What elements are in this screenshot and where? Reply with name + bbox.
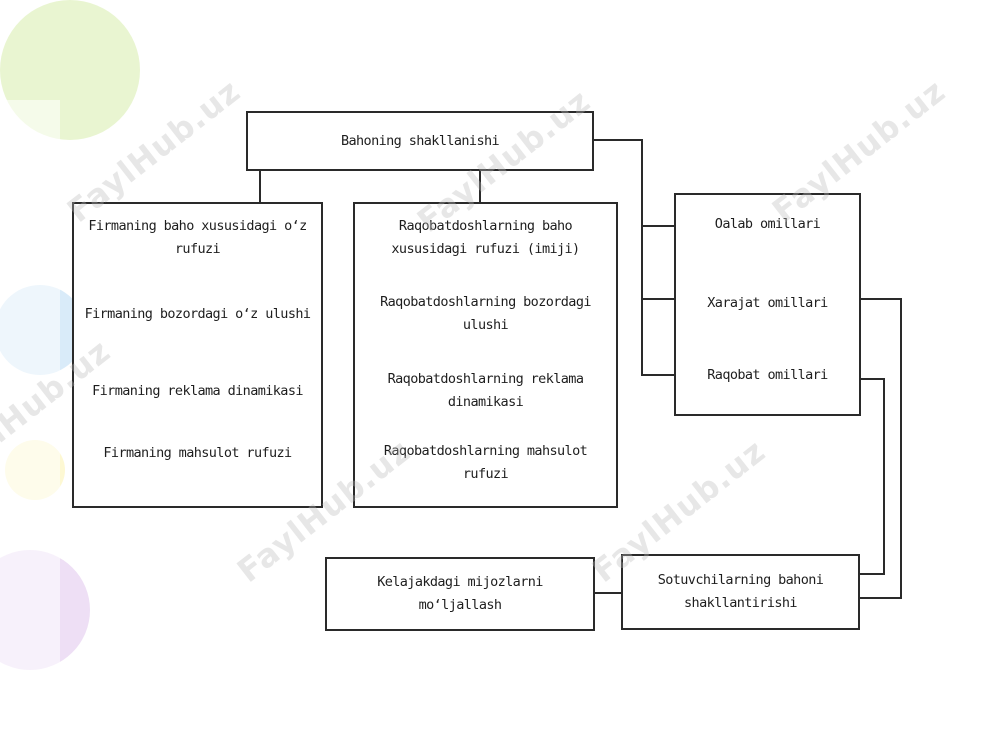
firm-product-box: Firmaning mahsulot rufuzi bbox=[72, 426, 323, 508]
future-clients-label: Kelajakdagi mijozlarni mo‘ljallash bbox=[377, 574, 543, 613]
firm-market-share-box: Firmaning bozordagi o‘z ulushi bbox=[72, 272, 323, 358]
sellers-pricing-label: Sotuvchilarning bahoni shakllantirishi bbox=[657, 572, 824, 611]
competition-factors-label: Raqobat omillari bbox=[707, 367, 828, 383]
demand-factors-label: Оalab omillari bbox=[714, 216, 821, 232]
firm-reputation-label: Firmaning baho xususidagi o‘z rufuzi bbox=[88, 218, 307, 257]
price-formation-label: Bahoning shakllanishi bbox=[340, 132, 500, 149]
competitor-advertising-label: Raqobatdoshlarning reklama dinamikasi bbox=[387, 371, 584, 410]
competitor-reputation-label: Raqobatdoshlarning baho xususidagi rufuz… bbox=[391, 218, 580, 257]
competitor-product-box: Raqobatdoshlarning mahsulot rufuzi bbox=[353, 426, 618, 508]
firm-advertising-label: Firmaning reklama dinamikasi bbox=[92, 382, 303, 399]
competitor-advertising-box: Raqobatdoshlarning reklama dinamikasi bbox=[353, 356, 618, 428]
price-formation-box: Bahoning shakllanishi bbox=[246, 111, 594, 171]
firm-product-label: Firmaning mahsulot rufuzi bbox=[103, 445, 292, 461]
firm-reputation-box: Firmaning baho xususidagi o‘z rufuzi bbox=[72, 202, 323, 274]
competitor-market-share-label: Raqobatdoshlarning bozordagi ulushi bbox=[380, 294, 591, 333]
competitor-market-share-box: Raqobatdoshlarning bozordagi ulushi bbox=[353, 272, 618, 358]
competitor-product-label: Raqobatdoshlarning mahsulot rufuzi bbox=[383, 443, 588, 482]
cost-factors-box: Xarajat omillari bbox=[674, 260, 861, 348]
firm-market-share-label: Firmaning bozordagi o‘z ulushi bbox=[84, 305, 311, 322]
demand-factors-box: Оalab omillari bbox=[674, 193, 861, 262]
sellers-pricing-box: Sotuvchilarning bahoni shakllantirishi bbox=[621, 554, 860, 630]
firm-advertising-box: Firmaning reklama dinamikasi bbox=[72, 356, 323, 428]
competitor-reputation-box: Raqobatdoshlarning baho xususidagi rufuz… bbox=[353, 202, 618, 274]
future-clients-box: Kelajakdagi mijozlarni mo‘ljallash bbox=[325, 557, 595, 631]
cost-factors-label: Xarajat omillari bbox=[707, 294, 828, 311]
competition-factors-box: Raqobat omillari bbox=[674, 346, 861, 416]
